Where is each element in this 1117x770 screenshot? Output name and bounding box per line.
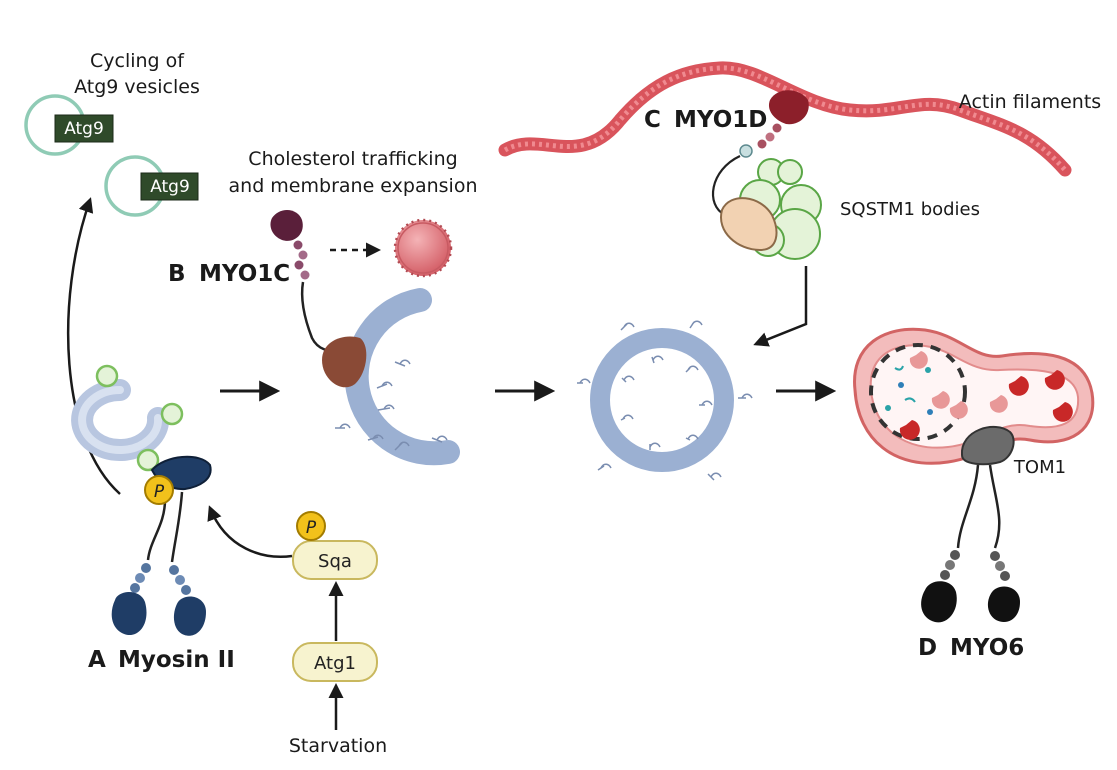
panel-d-letter: D [918, 635, 937, 661]
autophagosome [590, 328, 734, 472]
cycling-arrow [66, 197, 121, 495]
lipid-droplet [393, 218, 453, 278]
starvation-label: Starvation [289, 735, 387, 757]
phospho-group-sqa: P [296, 511, 326, 541]
cycling-label-line2: Atg9 vesicles [74, 76, 200, 98]
sqa-kinase: Sqa [292, 540, 378, 580]
phagophore-precursor [71, 364, 184, 472]
myo1d-motor [711, 90, 809, 216]
actin-label: Actin filaments [959, 91, 1101, 113]
cycling-label-line1: Cycling of [90, 50, 185, 72]
membrane-proteins-autophagosome [577, 320, 753, 481]
panel-c-name: MYO1D [674, 107, 767, 133]
phagophore-membrane [344, 288, 460, 466]
arrow-sqstm1-to-autophagosome [753, 266, 808, 347]
atg1-kinase: Atg1 [292, 642, 378, 682]
sqstm1-label: SQSTM1 bodies [840, 199, 980, 220]
tom1-adaptor [960, 426, 1015, 466]
membrane-proteins-b [335, 359, 448, 451]
phospho-label-2: P [306, 518, 317, 538]
sqstm1-bodies [720, 158, 822, 260]
atg9-vesicle-2: Atg9 [104, 155, 199, 217]
panel-b-name: MYO1C [199, 261, 290, 287]
atg9-tag-2: Atg9 [150, 177, 190, 197]
panel-a-letter: A [88, 647, 106, 673]
tom1-label: TOM1 [1013, 457, 1066, 478]
phospho-label-1: P [154, 482, 165, 502]
panel-b-letter: B [168, 261, 186, 287]
atg9-vesicle-1: Atg9 [24, 94, 114, 156]
atg9-tag-1: Atg9 [64, 119, 104, 139]
arrow-sqa-myosin [207, 505, 293, 558]
cholesterol-label-line1: Cholesterol trafficking [248, 148, 457, 170]
actin-filament [498, 61, 1072, 177]
panel-c-letter: C [644, 107, 661, 133]
autolysosome [853, 327, 1095, 465]
atg1-label: Atg1 [314, 653, 356, 674]
phospho-group-myosin: P [144, 475, 174, 505]
panel-a-name: Myosin II [118, 647, 235, 673]
panel-d-name: MYO6 [950, 635, 1024, 661]
myo1c-anchor [322, 336, 367, 388]
sqa-label: Sqa [318, 551, 352, 572]
myo6-motor [921, 464, 1020, 623]
cholesterol-label-line2: and membrane expansion [229, 175, 478, 197]
